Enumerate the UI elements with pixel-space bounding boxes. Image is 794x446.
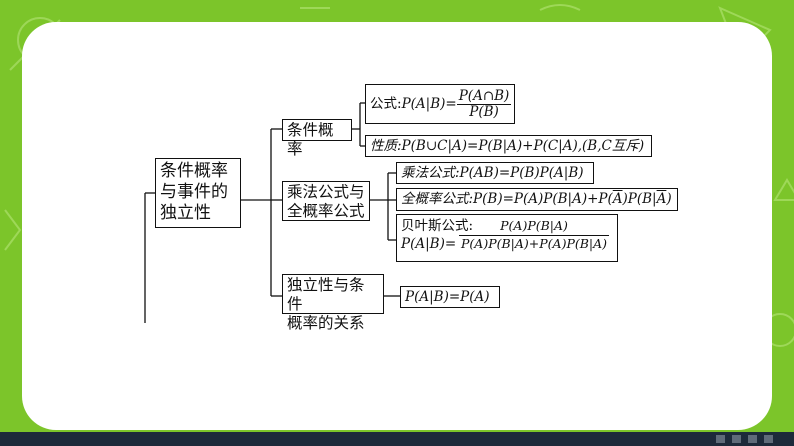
bayes-title: 贝叶斯公式: [401,218,474,234]
root-line1: 条件概率 [160,161,228,181]
formula-denominator: P(B) [469,104,499,120]
bayes-fraction: P(A)P(B|A) P(A)P(B|A)+P(A)P(B|A) [459,218,610,251]
conditional-probability-property: 性质:P(B∪C|A)=P(B|A)+P(C|A),(B,C互斥) [365,135,652,157]
multiplication-formula: 乘法公式:P(AB)=P(B)P(A|B) [396,162,594,184]
formula-numerator: P(A∩B) [456,88,512,105]
next-button[interactable] [748,435,757,443]
bayes-formula: 贝叶斯公式: P(A|B)= P(A)P(B|A) P(A)P(B|A)+P(A… [396,214,618,262]
branch1-label: 条件概率 [287,121,334,158]
branch3-label-line2: 概率的关系 [287,314,365,332]
branch-conditional-probability: 条件概率 [282,119,352,158]
root-node: 条件概率 与事件的 独立性 [155,158,241,228]
branch2-label-line2: 全概率公式 [287,202,365,220]
total-text: 全概率公式:P(B)=P(A)P(B|A)+P(A)P(B|A) [401,191,672,207]
branch-multiplication-total-probability: 乘法公式与 全概率公式 [282,181,370,221]
mult-text: 乘法公式:P(AB)=P(B)P(A|B) [401,165,584,181]
bayes-numerator: P(A)P(B|A) [500,218,568,233]
formula-fraction: P(A∩B)P(B) [456,88,512,120]
branch3-label-line1: 独立性与条件 [287,276,365,313]
bayes-lhs: P(A|B)= [401,236,457,252]
property-text: 性质:P(B∪C|A)=P(B|A)+P(C|A),(B,C互斥) [370,138,645,154]
independence-text: P(A|B)=P(A) [405,289,490,305]
conditional-probability-formula: 公式:P(A|B)=P(A∩B)P(B) [365,84,515,124]
root-line2: 与事件的 [160,182,228,202]
menu-button[interactable] [732,435,741,443]
formula-lhs: P(A|B)= [401,96,457,112]
bayes-denominator: P(A)P(B|A)+P(A)P(B|A) [459,235,610,251]
branch-independence-relation: 独立性与条件 概率的关系 [282,274,384,332]
formula-prefix: 公式: [370,96,402,112]
fullscreen-button[interactable] [764,435,773,443]
prev-button[interactable] [716,435,725,443]
total-probability-formula: 全概率公式:P(B)=P(A)P(B|A)+P(A)P(B|A) [396,188,678,211]
root-line3: 独立性 [160,203,211,223]
independence-formula: P(A|B)=P(A) [400,286,500,308]
branch2-label-line1: 乘法公式与 [287,183,365,201]
bottom-toolbar [0,432,794,446]
